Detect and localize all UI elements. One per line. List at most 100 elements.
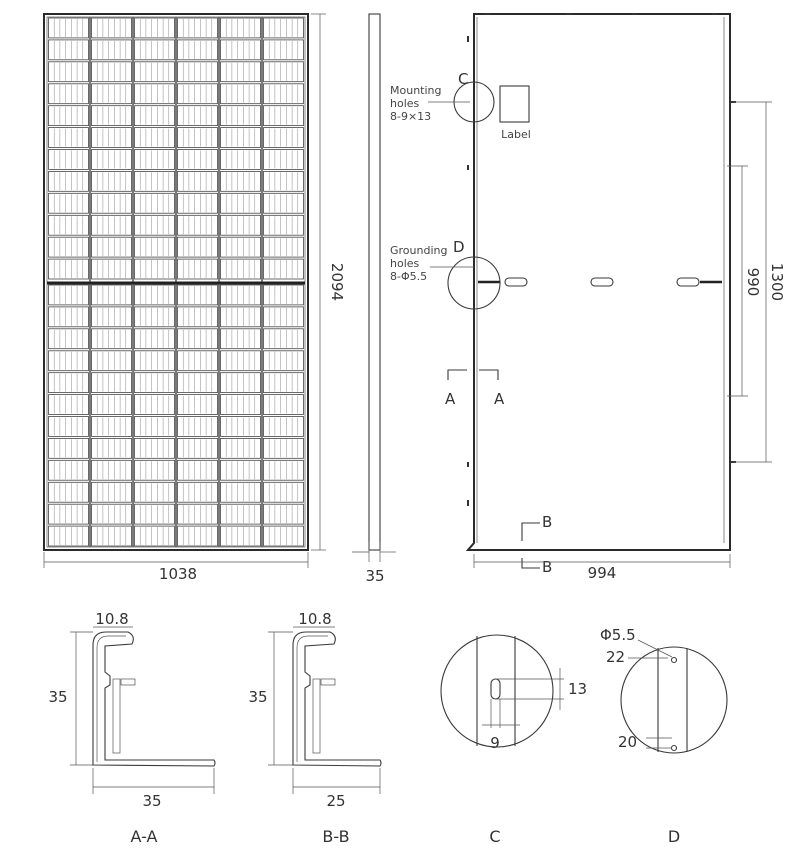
back-1300-label: 1300: [768, 263, 786, 301]
solar-cell: [48, 394, 89, 415]
solar-cell: [91, 61, 132, 83]
solar-cell: [134, 192, 175, 214]
solar-cell: [91, 328, 132, 350]
section-bb: 10.8 35 25 B-B: [248, 610, 382, 846]
solar-cell: [177, 394, 218, 415]
solar-cell: [134, 328, 175, 350]
solar-cell: [177, 481, 218, 503]
solar-cell: [220, 127, 261, 148]
frame-ticks: [467, 13, 736, 506]
mounting-line3: 8-9×13: [390, 110, 431, 123]
solar-cell: [220, 350, 261, 372]
solar-cell: [263, 105, 304, 126]
solar-cell: [263, 394, 304, 415]
cell-grid: [48, 17, 304, 547]
mounting-line1: Mounting: [390, 84, 442, 97]
detail-d-22: 22: [606, 648, 625, 666]
solar-cell: [177, 149, 218, 170]
solar-cell: [177, 214, 218, 236]
solar-cell: [91, 503, 132, 525]
back-view: Label C Mounting holes 8-9×13 D Groundin…: [390, 13, 786, 582]
solar-cell: [48, 437, 89, 459]
solar-cell: [177, 416, 218, 437]
solar-cell: [177, 372, 218, 394]
bb-caption: B-B: [322, 827, 349, 846]
solar-cell: [220, 437, 261, 459]
solar-cell: [177, 258, 218, 280]
solar-cell: [263, 83, 304, 105]
mounting-line2: holes: [390, 97, 420, 110]
solar-cell: [220, 416, 261, 437]
front-height-label: 2094: [328, 263, 346, 301]
solar-cell: [48, 127, 89, 148]
solar-cell: [134, 61, 175, 83]
solar-cell: [48, 372, 89, 394]
solar-cell: [48, 39, 89, 61]
solar-cell: [48, 214, 89, 236]
bb-height-label: 35: [248, 688, 267, 706]
solar-cell: [48, 416, 89, 437]
solar-cell: [48, 61, 89, 83]
solar-cell: [91, 459, 132, 481]
solar-cell: [91, 192, 132, 214]
aa-lip-label: 10.8: [95, 610, 128, 628]
profile-aa: [92, 631, 216, 767]
solar-cell: [91, 437, 132, 459]
detail-c-height: 13: [568, 680, 587, 698]
solar-cell: [91, 394, 132, 415]
front-frame: [43, 13, 309, 551]
solar-cell: [220, 17, 261, 39]
solar-cell: [263, 258, 304, 280]
solar-cell: [177, 83, 218, 105]
solar-cell: [263, 372, 304, 394]
solar-cell: [134, 170, 175, 192]
bb-lip-label: 10.8: [298, 610, 331, 628]
solar-cell: [220, 258, 261, 280]
side-thickness-label: 35: [365, 567, 384, 585]
solar-cell: [263, 350, 304, 372]
solar-cell: [220, 328, 261, 350]
solar-cell: [134, 459, 175, 481]
solar-cell: [48, 105, 89, 126]
solar-cell: [134, 503, 175, 525]
solar-cell: [91, 284, 132, 306]
solar-cell: [177, 192, 218, 214]
solar-cell: [91, 416, 132, 437]
solar-cell: [263, 39, 304, 61]
solar-cell: [220, 105, 261, 126]
solar-cell: [263, 416, 304, 437]
solar-cell: [177, 350, 218, 372]
solar-cell: [134, 105, 175, 126]
solar-cell: [263, 306, 304, 328]
solar-cell: [134, 416, 175, 437]
detail-c-width: 9: [490, 734, 500, 752]
solar-cell: [263, 481, 304, 503]
solar-cell: [177, 459, 218, 481]
solar-cell: [220, 394, 261, 415]
solar-cell: [134, 83, 175, 105]
aa-height-label: 35: [48, 688, 67, 706]
solar-cell: [91, 481, 132, 503]
section-b-top: B: [542, 513, 552, 531]
side-frame: [368, 13, 381, 551]
solar-cell: [263, 525, 304, 547]
solar-cell: [91, 214, 132, 236]
aa-caption: A-A: [131, 827, 158, 846]
solar-cell: [263, 284, 304, 306]
solar-cell: [134, 149, 175, 170]
solar-cell: [134, 350, 175, 372]
solar-cell: [220, 149, 261, 170]
solar-cell: [134, 437, 175, 459]
solar-cell: [48, 170, 89, 192]
solar-cell: [177, 170, 218, 192]
back-990-label: 990: [744, 268, 762, 297]
solar-cell: [48, 328, 89, 350]
solar-cell: [134, 17, 175, 39]
side-view: 35: [352, 13, 396, 585]
solar-cell: [220, 61, 261, 83]
solar-cell: [48, 236, 89, 258]
solar-cell: [91, 83, 132, 105]
solar-cell: [91, 372, 132, 394]
front-width-label: 1038: [159, 565, 197, 583]
solar-cell: [134, 372, 175, 394]
